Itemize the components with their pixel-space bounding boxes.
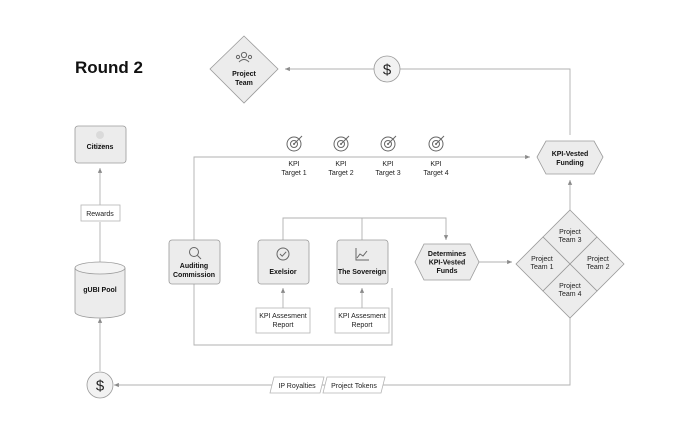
ip-royalties-tag: IP Royalties — [269, 376, 325, 394]
team-icon — [235, 51, 253, 63]
target-icon — [286, 135, 303, 152]
kpi-vested-funding-label-1: KPI-Vested — [552, 151, 589, 158]
project-tokens-tag: Project Tokens — [322, 376, 386, 394]
kpi-target-4-label-2: Target 4 — [423, 170, 448, 177]
kpi-target-3: KPI Target 3 — [375, 135, 401, 177]
kpi-target-3-label-1: KPI — [382, 161, 393, 168]
kpi-report-1-node: KPI Assesment Report — [255, 307, 311, 334]
kpi-target-1-label-1: KPI — [288, 161, 299, 168]
auditing-label-1: Auditing — [180, 263, 208, 270]
team-3-label-2: Team 3 — [559, 237, 582, 244]
connector-auditing-bottom — [193, 284, 393, 346]
auditing-label-2: Commission — [173, 272, 215, 279]
determines-label-1: Determines — [428, 251, 466, 258]
sovereign-label: The Sovereign — [338, 269, 386, 276]
person-icon — [92, 131, 108, 148]
project-team-label-1: Project — [232, 71, 256, 78]
target-icon — [380, 135, 397, 152]
dollar-sign-icon: $ — [383, 62, 392, 79]
page-title: Round 2 — [75, 58, 143, 77]
determines-label-2: KPI-Vested — [429, 260, 466, 267]
dollar-bottom-node: $ — [86, 371, 114, 399]
team-2-label-2: Team 2 — [587, 264, 610, 271]
exelsior-node: Exelsior — [257, 239, 310, 285]
ip-royalties-label: IP Royalties — [278, 383, 316, 390]
team-2-label-1: Project — [587, 256, 609, 263]
connector-funding-to-dollar — [400, 68, 571, 135]
kpi-report-1-label-1: KPI Assesment — [259, 313, 307, 320]
kpi-report-2-node: KPI Assesment Report — [334, 307, 390, 334]
team-1-label-2: Team 1 — [531, 264, 554, 271]
kpi-vested-funding-node: KPI-Vested Funding — [536, 140, 604, 175]
team-4-label-1: Project — [559, 283, 581, 290]
connector-teams-to-dollar — [114, 315, 571, 388]
target-icon — [428, 135, 445, 152]
kpi-target-2-label-1: KPI — [335, 161, 346, 168]
kpi-report-1-label-2: Report — [272, 322, 293, 329]
kpi-target-1: KPI Target 1 — [281, 135, 307, 177]
determines-funds-node: Determines KPI-Vested Funds — [414, 243, 480, 281]
sovereign-node: The Sovereign — [336, 239, 389, 285]
rewards-label: Rewards — [86, 211, 114, 218]
kpi-target-2: KPI Target 2 — [328, 135, 354, 177]
determines-label-3: Funds — [437, 268, 458, 275]
team-3-label-1: Project — [559, 229, 581, 236]
kpi-target-4-label-1: KPI — [430, 161, 441, 168]
kpi-vested-funding-label-2: Funding — [556, 160, 584, 167]
project-team-node: Project Team — [209, 35, 279, 104]
project-tokens-label: Project Tokens — [331, 383, 377, 390]
check-circle-icon — [276, 247, 290, 261]
kpi-target-2-label-2: Target 2 — [328, 170, 353, 177]
project-teams-diamond: Project Team 3 Project Team 1 Project Te… — [515, 209, 625, 319]
kpi-target-3-label-2: Target 3 — [375, 170, 400, 177]
search-icon — [189, 247, 202, 260]
connector-judges-to-determines — [282, 217, 449, 240]
citizens-label: Citizens — [87, 144, 114, 151]
line-chart-icon — [355, 248, 369, 261]
gubi-pool-node: gUBI Pool — [74, 261, 126, 319]
connector-auditing-to-funding — [193, 154, 530, 240]
kpi-target-1-label-2: Target 1 — [281, 170, 306, 177]
dollar-sign-icon: $ — [96, 378, 105, 395]
kpi-report-2-label-1: KPI Assesment — [338, 313, 386, 320]
project-team-label-2: Team — [235, 80, 253, 87]
dollar-top-node: $ — [373, 55, 401, 83]
exelsior-label: Exelsior — [269, 269, 297, 276]
target-icon — [333, 135, 350, 152]
team-4-cell — [542, 263, 598, 319]
kpi-target-4: KPI Target 4 — [423, 135, 449, 177]
team-1-label-1: Project — [531, 256, 553, 263]
rewards-node: Rewards — [80, 204, 121, 222]
gubi-pool-label: gUBI Pool — [83, 287, 116, 294]
auditing-commission-node: Auditing Commission — [168, 239, 221, 285]
kpi-report-2-label-2: Report — [351, 322, 372, 329]
citizens-node: Citizens — [74, 125, 127, 164]
team-4-label-2: Team 4 — [559, 291, 582, 298]
